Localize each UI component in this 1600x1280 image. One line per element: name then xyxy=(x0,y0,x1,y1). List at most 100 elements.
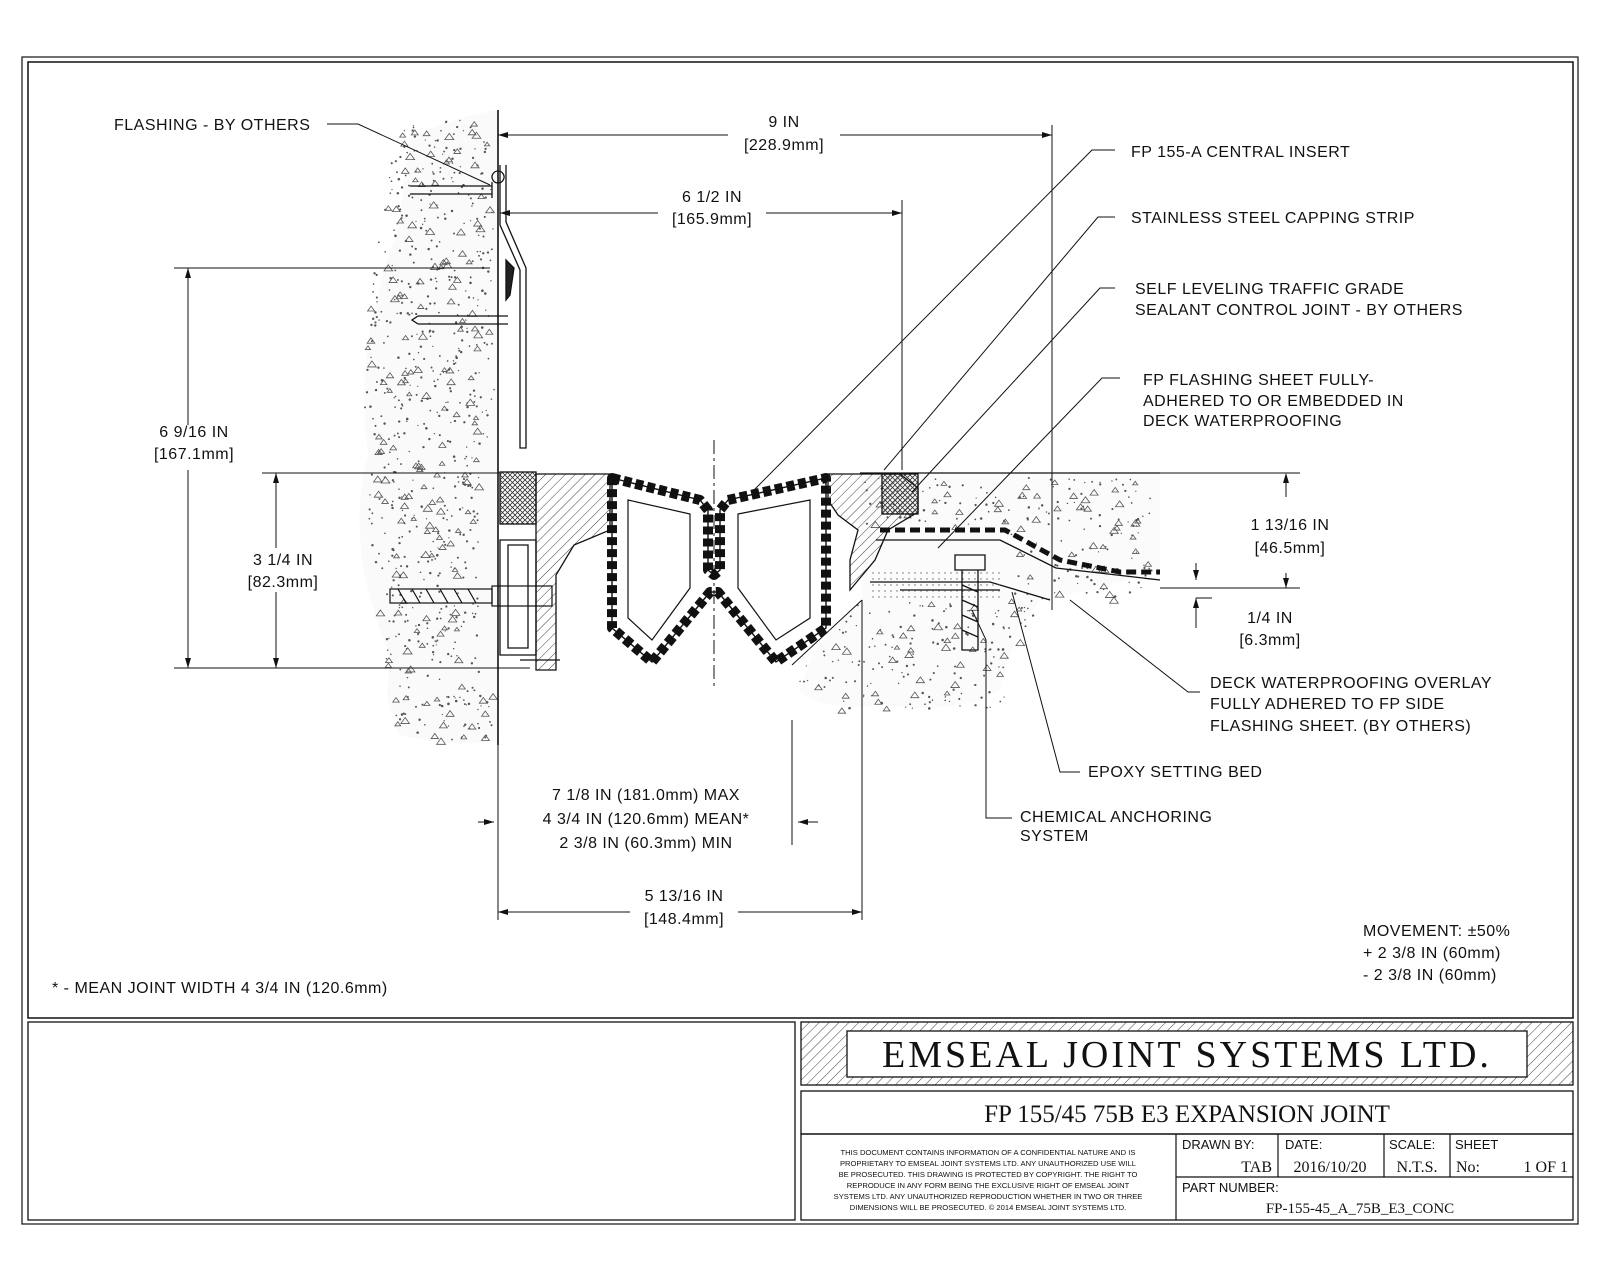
wall-concrete xyxy=(359,110,498,745)
aggregate-mark xyxy=(394,721,402,727)
aggregate-mark xyxy=(452,276,462,283)
speckle-dot xyxy=(451,562,453,564)
speckle-dot xyxy=(432,330,435,333)
aggregate-mark xyxy=(814,683,823,691)
speckle-dot xyxy=(472,389,476,392)
aggregate-mark xyxy=(395,294,403,300)
aggregate-mark xyxy=(435,534,444,540)
speckle-dot xyxy=(419,226,423,230)
speckle-dot xyxy=(407,282,410,285)
speckle-dot xyxy=(475,344,478,346)
speckle-dot xyxy=(442,371,445,374)
speckle-dot xyxy=(454,321,458,324)
speckle-dot xyxy=(420,376,423,379)
speckle-dot xyxy=(389,322,391,324)
company-box xyxy=(846,1030,1528,1078)
speckle-dot xyxy=(949,604,952,608)
label-flashing: FLASHING - BY OTHERS xyxy=(114,117,310,134)
speckle-dot xyxy=(1057,517,1060,520)
speckle-dot xyxy=(909,642,912,645)
speckle-dot xyxy=(467,194,470,196)
speckle-dot xyxy=(400,301,404,304)
speckle-dot xyxy=(492,228,494,230)
speckle-dot xyxy=(431,162,434,165)
aggregate-mark xyxy=(413,628,421,633)
speckle-dot xyxy=(936,665,939,667)
speckle-dot xyxy=(477,541,479,543)
speckle-dot xyxy=(477,234,480,236)
speckle-dot xyxy=(466,405,469,409)
speckle-dot xyxy=(944,501,947,505)
aggregate-mark xyxy=(1114,519,1124,526)
speckle-dot xyxy=(478,442,481,445)
aggregate-mark xyxy=(933,622,944,631)
speckle-dot xyxy=(443,213,446,216)
label-sheet-line2: ADHERED TO OR EMBEDDED IN xyxy=(1143,393,1404,410)
speckle-dot xyxy=(422,168,424,170)
speckle-dot xyxy=(455,125,459,129)
speckle-dot xyxy=(423,578,425,581)
speckle-dot xyxy=(469,276,472,279)
speckle-dot xyxy=(388,560,390,563)
speckle-dot xyxy=(837,659,840,661)
aggregate-mark xyxy=(441,367,448,372)
speckle-dot xyxy=(386,593,389,596)
speckle-dot xyxy=(1030,550,1033,553)
aggregate-mark xyxy=(954,508,964,515)
speckle-dot xyxy=(484,196,487,199)
aggregate-mark xyxy=(385,372,395,379)
speckle-dot xyxy=(928,695,931,699)
speckle-dot xyxy=(983,674,986,677)
speckle-dot xyxy=(451,162,454,164)
speckle-dot xyxy=(945,608,947,610)
speckle-dot xyxy=(435,553,439,557)
speckle-dot xyxy=(462,699,465,701)
speckle-dot xyxy=(471,486,474,489)
aggregate-mark xyxy=(407,221,418,229)
speckle-dot xyxy=(369,405,372,408)
speckle-dot xyxy=(919,605,921,607)
speckle-dot xyxy=(805,665,807,667)
aggregate-mark xyxy=(435,737,447,745)
speckle-dot xyxy=(381,567,384,570)
speckle-dot xyxy=(1148,512,1151,515)
speckle-dot xyxy=(469,220,472,222)
speckle-dot xyxy=(450,515,453,517)
speckle-dot xyxy=(469,281,472,285)
aggregate-mark xyxy=(469,518,478,524)
speckle-dot xyxy=(417,561,420,564)
speckle-dot xyxy=(1057,577,1060,580)
speckle-dot xyxy=(373,272,376,275)
speckle-dot xyxy=(399,155,402,159)
speckle-dot xyxy=(1017,575,1020,578)
speckle-dot xyxy=(1049,478,1052,481)
speckle-dot xyxy=(443,476,446,479)
speckle-dot xyxy=(823,685,826,688)
speckle-dot xyxy=(1110,533,1113,537)
speckle-dot xyxy=(428,437,431,441)
speckle-dot xyxy=(411,517,413,520)
speckle-dot xyxy=(1001,648,1005,651)
speckle-dot xyxy=(417,424,419,427)
speckle-dot xyxy=(998,666,1000,668)
speckle-dot xyxy=(400,186,404,189)
notice-line: BE PROSECUTED. THIS DRAWING IS PROTECTED… xyxy=(839,1170,1138,1179)
aggregate-mark xyxy=(433,471,442,478)
aggregate-mark xyxy=(380,476,391,484)
speckle-dot xyxy=(406,151,409,154)
speckle-dot xyxy=(398,436,401,439)
speckle-dot xyxy=(431,658,434,661)
speckle-dot xyxy=(436,204,438,206)
aggregate-mark xyxy=(1099,543,1107,550)
speckle-dot xyxy=(482,432,485,435)
aggregate-mark xyxy=(470,325,480,332)
speckle-dot xyxy=(843,700,845,702)
speckle-dot xyxy=(489,721,491,723)
speckle-dot xyxy=(931,627,934,630)
speckle-dot xyxy=(1135,551,1138,553)
speckle-dot xyxy=(1135,518,1138,522)
aggregate-mark xyxy=(876,629,884,635)
aggregate-mark xyxy=(940,643,952,651)
speckle-dot xyxy=(411,312,413,315)
aggregate-mark xyxy=(415,277,425,285)
